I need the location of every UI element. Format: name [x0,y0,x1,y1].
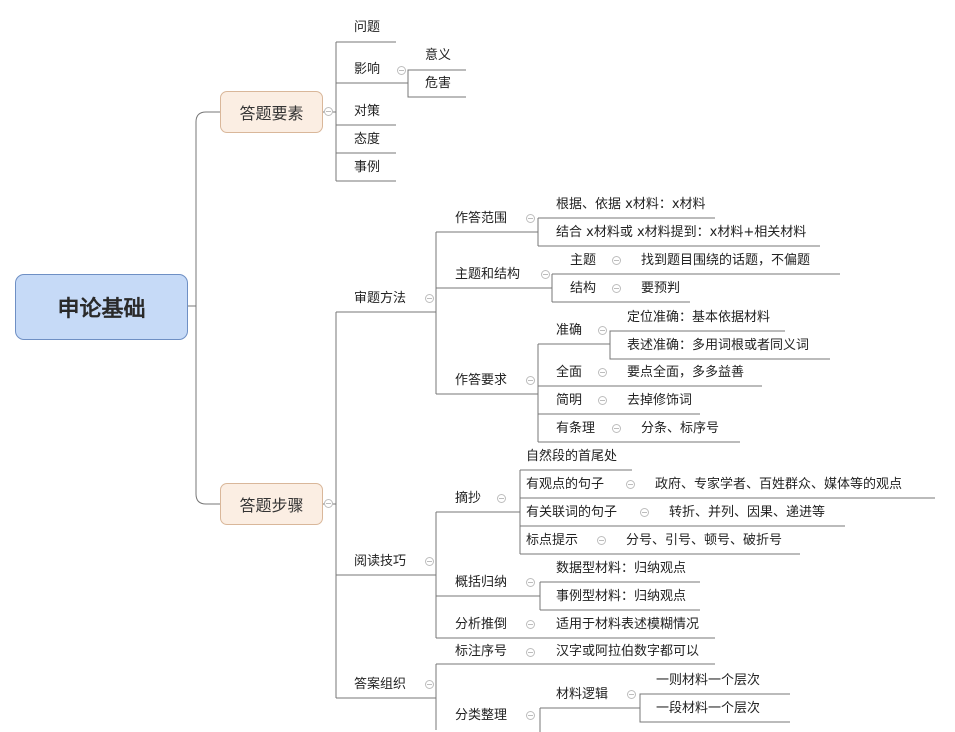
collapse-icon[interactable] [526,376,535,385]
root-node[interactable]: 申论基础 [15,274,188,340]
node-countermeasure[interactable]: 对策 [354,104,381,119]
node-analyze-desc[interactable]: 适用于材料表述模糊情况 [556,617,700,632]
collapse-icon[interactable] [626,480,635,489]
collapse-icon[interactable] [627,690,636,699]
collapse-icon[interactable] [597,536,606,545]
node-excerpt-3-desc[interactable]: 转折、并列、因果、递进等 [669,505,826,520]
node-review-method[interactable]: 审题方法 [354,291,407,306]
node-logic-1[interactable]: 一则材料一个层次 [656,673,761,688]
node-answer-organize[interactable]: 答案组织 [354,677,407,692]
node-excerpt-1[interactable]: 自然段的首尾处 [526,449,618,464]
node-attitude[interactable]: 态度 [354,132,381,147]
node-excerpt[interactable]: 摘抄 [455,491,482,506]
node-scope-1[interactable]: 根据、依据 x材料：x材料 [556,197,706,212]
collapse-icon[interactable] [324,499,333,508]
collapse-icon[interactable] [397,66,406,75]
node-impact[interactable]: 影响 [354,62,381,77]
collapse-icon[interactable] [425,294,434,303]
collapse-icon[interactable] [598,368,607,377]
node-logic-2[interactable]: 一段材料一个层次 [656,701,761,716]
collapse-icon[interactable] [425,557,434,566]
collapse-icon[interactable] [612,284,621,293]
node-accurate-1[interactable]: 定位准确：基本依据材料 [627,310,771,325]
node-accurate-2[interactable]: 表述准确：多用词根或者同义词 [627,338,810,353]
node-material-logic[interactable]: 材料逻辑 [556,687,609,702]
collapse-icon[interactable] [640,508,649,517]
collapse-icon[interactable] [526,648,535,657]
node-scope-2[interactable]: 结合 x材料或 x材料提到：x材料+相关材料 [556,225,807,240]
node-excerpt-4[interactable]: 标点提示 [526,533,579,548]
node-concise-desc[interactable]: 去掉修饰词 [627,393,693,408]
node-summarize-2[interactable]: 事例型材料：归纳观点 [556,589,687,604]
collapse-icon[interactable] [324,107,333,116]
node-topic[interactable]: 主题 [570,253,597,268]
node-answer-requirements[interactable]: 作答要求 [455,373,508,388]
node-numbering[interactable]: 标注序号 [455,644,508,659]
node-excerpt-3[interactable]: 有关联词的句子 [526,505,618,520]
node-classify[interactable]: 分类整理 [455,708,508,723]
node-structure[interactable]: 结构 [570,281,597,296]
node-reading-skills[interactable]: 阅读技巧 [354,554,407,569]
node-excerpt-2[interactable]: 有观点的句子 [526,477,605,492]
node-answer-steps[interactable]: 答题步骤 [220,483,323,525]
node-summarize-1[interactable]: 数据型材料：归纳观点 [556,561,687,576]
collapse-icon[interactable] [526,711,535,720]
node-concise[interactable]: 简明 [556,393,583,408]
node-answer-scope[interactable]: 作答范围 [455,211,508,226]
node-topic-desc[interactable]: 找到题目围绕的话题，不偏题 [641,253,811,268]
node-orderly[interactable]: 有条理 [556,421,596,436]
collapse-icon[interactable] [425,680,434,689]
node-example[interactable]: 事例 [354,160,381,175]
node-numbering-desc[interactable]: 汉字或阿拉伯数字都可以 [556,644,700,659]
node-answer-elements[interactable]: 答题要素 [220,91,323,133]
node-orderly-desc[interactable]: 分条、标序号 [641,421,720,436]
node-summarize[interactable]: 概括归纳 [455,575,508,590]
node-structure-desc[interactable]: 要预判 [641,281,681,296]
node-complete-desc[interactable]: 要点全面，多多益善 [627,365,745,380]
collapse-icon[interactable] [598,326,607,335]
node-harm[interactable]: 危害 [425,76,452,91]
node-complete[interactable]: 全面 [556,365,583,380]
collapse-icon[interactable] [612,424,621,433]
node-accurate[interactable]: 准确 [556,323,583,338]
collapse-icon[interactable] [526,620,535,629]
node-excerpt-2-desc[interactable]: 政府、专家学者、百姓群众、媒体等的观点 [655,477,903,492]
node-analyze[interactable]: 分析推倒 [455,617,508,632]
collapse-icon[interactable] [598,396,607,405]
collapse-icon[interactable] [612,256,621,265]
node-significance[interactable]: 意义 [425,48,452,63]
node-excerpt-4-desc[interactable]: 分号、引号、顿号、破折号 [626,533,783,548]
collapse-icon[interactable] [541,270,550,279]
collapse-icon[interactable] [526,578,535,587]
collapse-icon[interactable] [526,214,535,223]
node-theme-structure[interactable]: 主题和结构 [455,267,521,282]
node-problem[interactable]: 问题 [354,20,381,35]
collapse-icon[interactable] [497,494,506,503]
